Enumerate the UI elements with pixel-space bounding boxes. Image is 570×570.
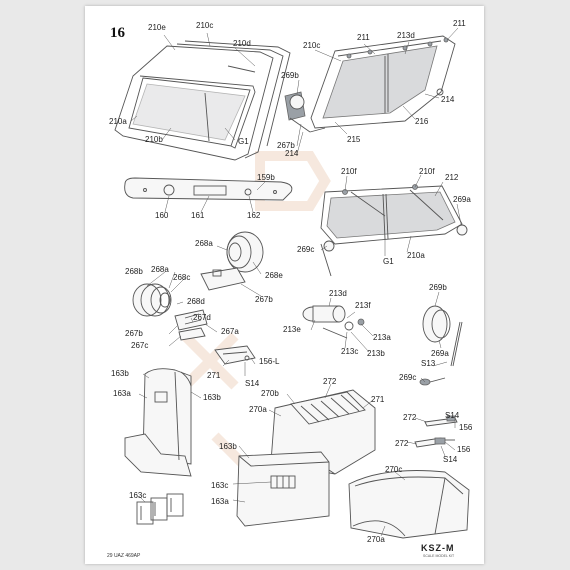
callout-label: G1 [383,257,394,266]
callout-label: S14 [245,379,260,388]
callout-label: 272 [403,413,417,422]
soft-top-group [348,470,470,539]
callout-label: 269a [431,349,449,358]
callout-label: 269b [281,71,299,80]
callout-label: 270c [385,465,402,474]
callout-label: 156 [459,423,473,432]
small-grilles-group [136,493,184,525]
sheet-footer: 29 UAZ 469AP [107,553,141,559]
callout-label: 213d [329,289,347,298]
brand-logo: KSZ-M SCALE MODEL KIT [421,543,455,558]
callout-label: 210d [233,39,251,48]
callout-label: 268d [187,297,205,306]
callout-label: S14 [443,455,458,464]
callout-label: 269c [399,373,416,382]
callout-label: 163a [113,389,131,398]
callout-label: 269b [429,283,447,292]
callout-label: 216 [415,117,429,126]
callout-label: 212 [445,173,459,182]
callout-label: 210a [109,117,127,126]
callout-label: 272 [395,439,409,448]
callout-label: S14 [445,411,460,420]
callout-label: 267d [193,313,211,322]
callout-label: 160 [155,211,169,220]
callout-label: 210c [196,21,213,30]
windshield-frame-group [114,40,291,161]
callout-label: 268c [173,273,190,282]
callout-label: 210a [407,251,425,260]
sheet-number: 16 [110,25,126,41]
callout-label: 213e [283,325,301,334]
callout-label: 270a [249,405,267,414]
callout-label: 162 [247,211,261,220]
callout-label: 267c [131,341,148,350]
svg-text:KSZ-M: KSZ-M [421,543,455,553]
windshield-mesh-group [320,184,468,277]
callout-label: 272 [323,377,337,386]
callout-label: 268e [265,271,283,280]
callout-label: 269c [297,245,314,254]
callout-label: 210f [341,167,357,176]
callout-label: 210c [303,41,320,50]
assembly-diagram: 16 [107,19,473,559]
callout-label: 269a [453,195,471,204]
handle-group [214,345,256,365]
callout-label: 213b [367,349,385,358]
callout-label: 213d [397,31,415,40]
callout-label: 161 [191,211,205,220]
callout-label: 163b [219,442,237,451]
callout-label: 270b [261,389,279,398]
instruction-sheet: 16 [85,6,484,564]
callout-label: 210b [145,135,163,144]
callout-label: 270a [367,535,385,544]
callout-label: S13 [421,359,436,368]
bracket-group [174,309,208,341]
leader-lines [130,27,462,537]
callout-label: 211 [453,19,466,28]
door-panel-group [124,368,192,477]
callout-label: 159b [257,173,275,182]
callout-label: 267b [255,295,273,304]
callout-label: 271 [207,371,221,380]
rear-box-group [236,451,330,527]
callout-label: 156 [457,445,471,454]
spare-wheel-group [200,231,264,291]
callout-label: 163c [211,481,228,490]
callout-label: 163b [203,393,221,402]
callout-label: 156-L [259,357,280,366]
callout-label: 268a [195,239,213,248]
windshield-wiper-group [284,35,456,133]
callout-label: 267b [125,329,143,338]
callout-label: 163b [111,369,129,378]
callout-label: 215 [347,135,361,144]
callout-label: 214 [285,149,299,158]
callout-label: 213a [373,333,391,342]
dashboard-strip-group [124,177,293,201]
spare-wheel-2-group [132,283,172,317]
svg-text:SCALE MODEL KIT: SCALE MODEL KIT [423,554,455,558]
canister-group [302,305,365,339]
callout-label: 210f [419,167,435,176]
callout-label: 213f [355,301,371,310]
callout-label: 268b [125,267,143,276]
callout-label: 267a [221,327,239,336]
callout-label: 163c [129,491,146,500]
mirror-group [419,305,463,386]
callout-label: 268a [151,265,169,274]
callout-label: 214 [441,95,455,104]
callout-label: 211 [357,33,370,42]
callout-label: 163a [211,497,229,506]
callout-label: G1 [238,137,249,146]
small-rods-group [414,415,458,448]
callout-label: 267b [277,141,295,150]
callout-label: 213c [341,347,358,356]
callout-label: 271 [371,395,385,404]
callout-label: 210e [148,23,166,32]
